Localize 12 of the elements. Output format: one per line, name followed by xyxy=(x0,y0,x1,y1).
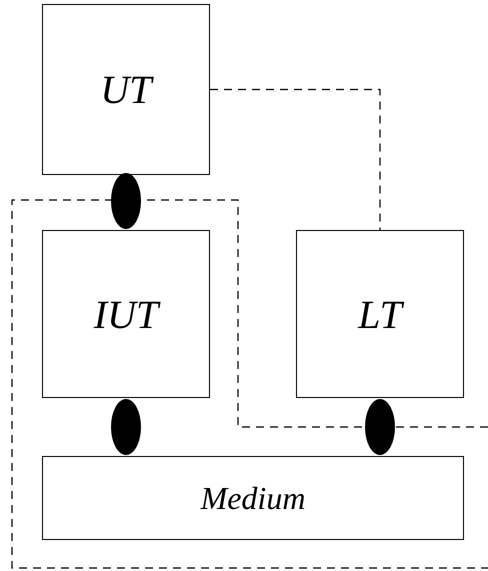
ellipse-marker xyxy=(365,399,395,455)
component-box xyxy=(42,230,210,398)
component-box xyxy=(42,456,464,540)
ellipse-marker xyxy=(111,173,141,229)
ellipse-marker xyxy=(111,399,141,455)
component-box xyxy=(296,230,464,398)
component-box xyxy=(42,4,210,175)
connector-line xyxy=(210,88,381,230)
component-label: LT xyxy=(358,290,402,338)
component-label: Medium xyxy=(200,480,306,516)
component-label: IUT xyxy=(94,290,158,338)
component-label: UT xyxy=(100,66,152,113)
